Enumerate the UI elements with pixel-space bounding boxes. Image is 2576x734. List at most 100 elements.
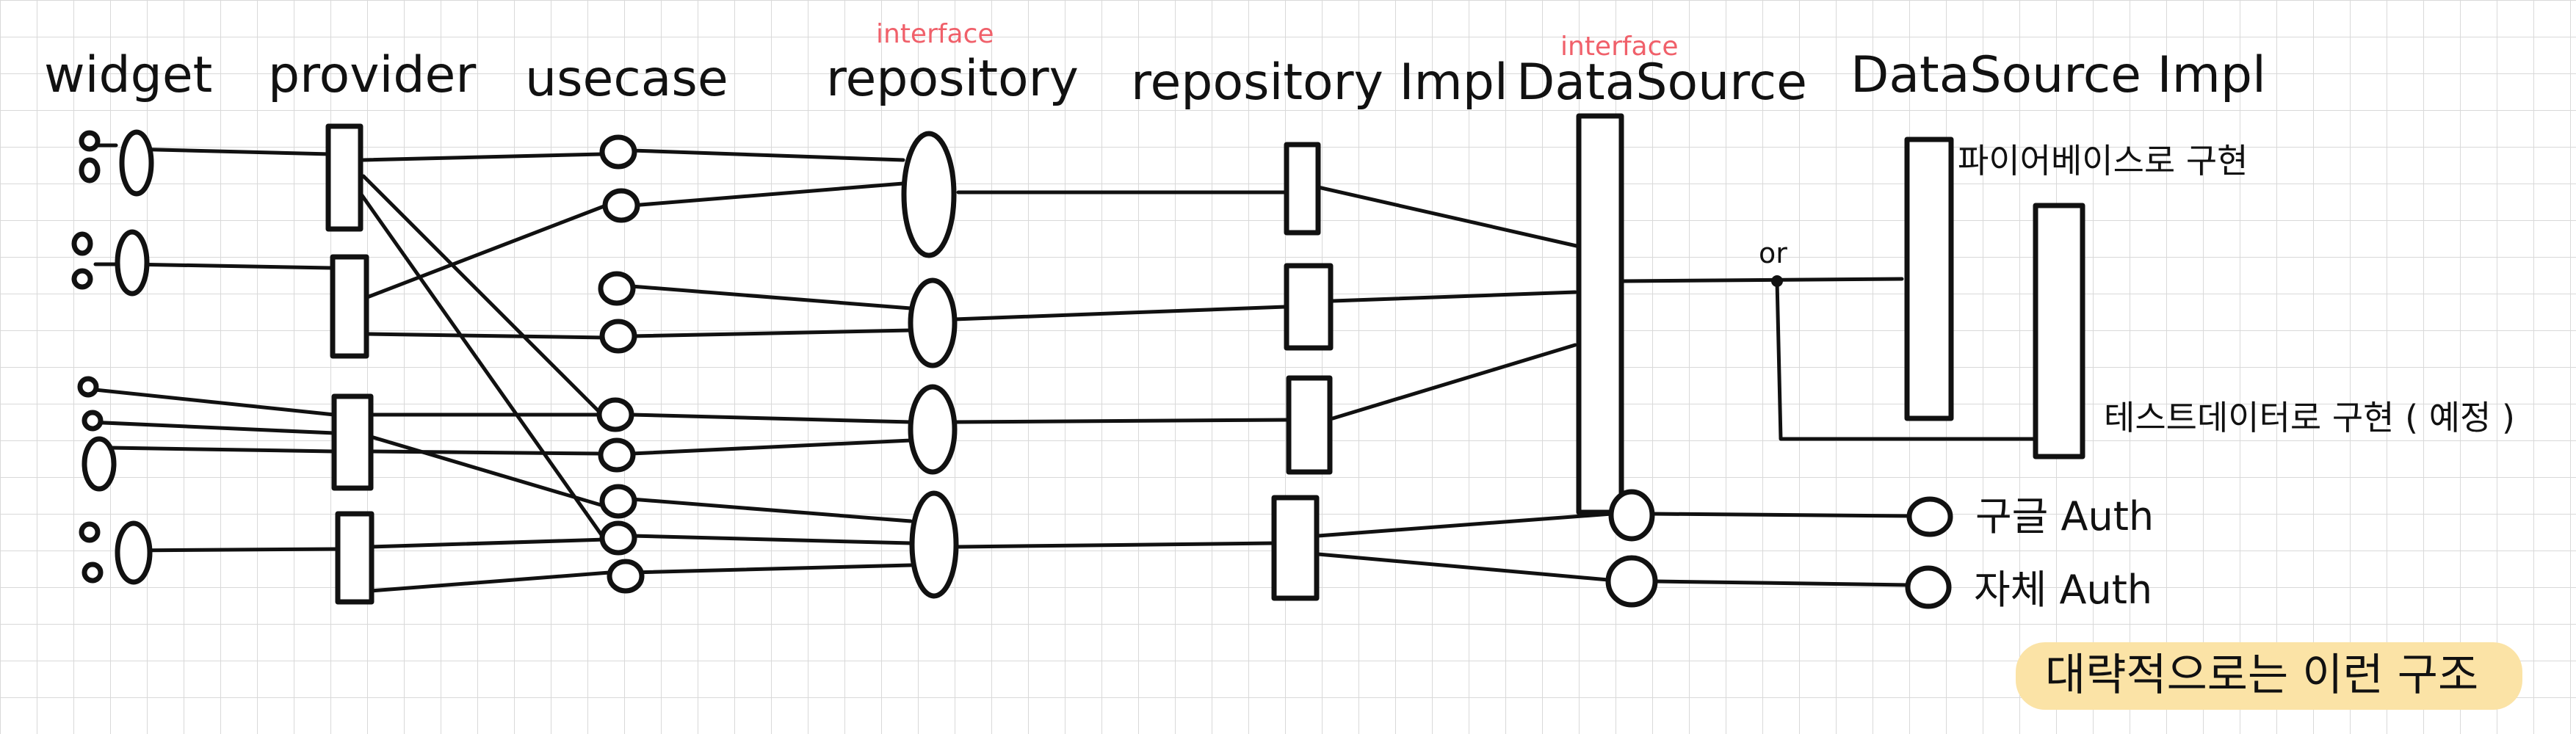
edge [629,181,905,208]
edge [1316,512,1614,538]
widget-node [71,231,93,256]
widget-node [71,268,93,290]
widget-node [79,157,101,184]
edge [629,534,913,545]
edge [123,547,340,553]
widget-node [82,410,104,432]
header-datasource: DataSource [1516,54,1807,112]
widget-node [77,376,99,398]
repository-impl-column [1271,142,1334,601]
repository-impl-node [1271,495,1320,601]
or-label: or [1759,237,1787,269]
edge [956,541,1276,549]
edge [108,446,336,454]
edge [952,305,1287,321]
datasource-impl-testdata [2033,203,2085,459]
header-widget: widget [44,46,212,104]
widget-node [79,130,101,152]
edge [361,174,604,417]
edge [1316,185,1588,250]
usecase-node [599,134,637,170]
provider-column [325,123,375,605]
summary-highlight [2016,642,2522,710]
usecase-node [599,520,637,556]
repository-node [908,277,958,368]
header-provider: provider [268,46,476,104]
edge [1650,512,1915,518]
edge [1654,579,1911,587]
edge [365,203,608,299]
edge [365,332,608,340]
usecase-node [596,397,634,432]
google-auth-label: 구글 Auth [1975,493,2154,539]
edge [86,387,336,417]
edge [361,152,604,162]
edge [1331,290,1577,303]
repository-interface-label: interface [876,19,994,49]
edge [629,284,913,310]
datasource-interface-label: interface [1560,32,1679,62]
edge [629,438,913,456]
datasource-column [1576,113,1658,608]
repository-impl-node [1284,263,1334,351]
edge [369,435,608,509]
edge [1316,552,1610,582]
datasource-node [1576,113,1624,515]
usecase-column [596,134,645,594]
header-repository-impl: repository Impl [1131,54,1508,112]
edge [1621,277,1904,283]
or-junction [1771,275,1783,287]
edge [126,262,333,270]
widget-node [115,229,150,297]
repository-impl-node [1286,375,1333,475]
own-auth-label: 자체 Auth [1974,567,2152,613]
summary-label: 대략적으로는 이런 구조 [2045,650,2478,701]
usecase-node [599,484,637,519]
edge [629,413,913,424]
edge [358,190,604,538]
widget-node [82,562,104,584]
edge [629,497,913,523]
edge [86,420,336,435]
widget-node [79,521,101,543]
usecase-node [602,188,640,223]
header-usecase: usecase [525,50,728,108]
datasource-impl-column [1904,137,2085,609]
edge [629,148,905,162]
datasource-impl-firebase [1904,137,1954,421]
provider-node [325,123,363,232]
widget-node [119,129,154,197]
edge [952,418,1291,424]
edge [369,449,604,456]
datasource-auth-node [1608,489,1655,542]
widget-node [82,436,117,492]
repository-node [908,384,958,475]
usecase-node [607,559,645,594]
datasource-auth-node [1605,555,1658,608]
header-datasource-impl: DataSource Impl [1850,46,2266,104]
edge [369,570,612,593]
repository-column [901,131,959,599]
usecase-node [599,319,637,354]
provider-node [335,511,375,605]
datasource-impl-google-auth [1906,496,1953,537]
repository-node [909,490,959,599]
firebase-impl-label: 파이어베이스로 구현 [1958,141,2248,181]
usecase-node [598,271,636,306]
repository-impl-node [1284,142,1321,236]
summary-note: 대략적으로는 이런 구조 [2016,642,2522,710]
edge [369,537,608,549]
provider-node [331,393,374,491]
provider-node [330,254,369,359]
edge [629,563,913,575]
connection-lines [86,143,2036,593]
datasource-impl-own-auth [1905,565,1952,609]
edge [126,147,333,156]
header-repository: repository [826,50,1079,108]
edge [629,328,913,338]
widget-node [115,520,153,585]
testdata-impl-label: 테스트데이터로 구현 ( 예정 ) [2104,398,2515,437]
edge [1331,343,1577,421]
